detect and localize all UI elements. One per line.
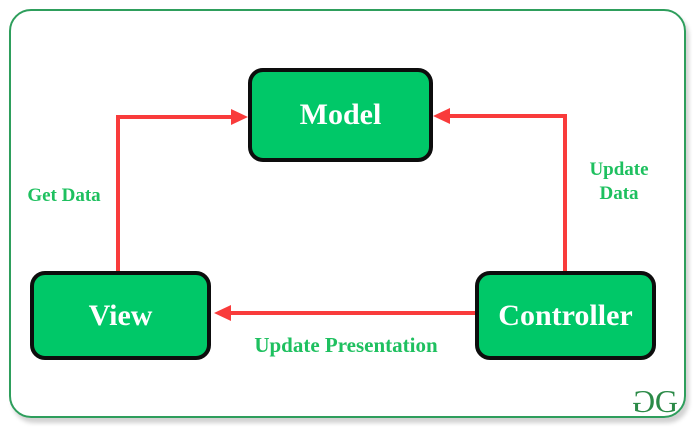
geeksforgeeks-logo: GG — [634, 383, 678, 419]
node-controller: Controller — [475, 271, 656, 360]
logo-g-mirrored: G — [634, 383, 655, 419]
edge-label-get-data: Get Data — [27, 185, 101, 206]
logo-g: G — [654, 383, 678, 419]
node-view-label: View — [88, 298, 153, 332]
edge-label-update-data: Update Data — [589, 159, 649, 204]
node-model: Model — [248, 68, 433, 162]
outer-frame — [9, 9, 686, 418]
node-controller-label: Controller — [498, 298, 633, 332]
node-view: View — [30, 271, 211, 360]
node-model-label: Model — [299, 98, 382, 131]
edge-label-update-presentation: Update Presentation — [254, 333, 438, 357]
